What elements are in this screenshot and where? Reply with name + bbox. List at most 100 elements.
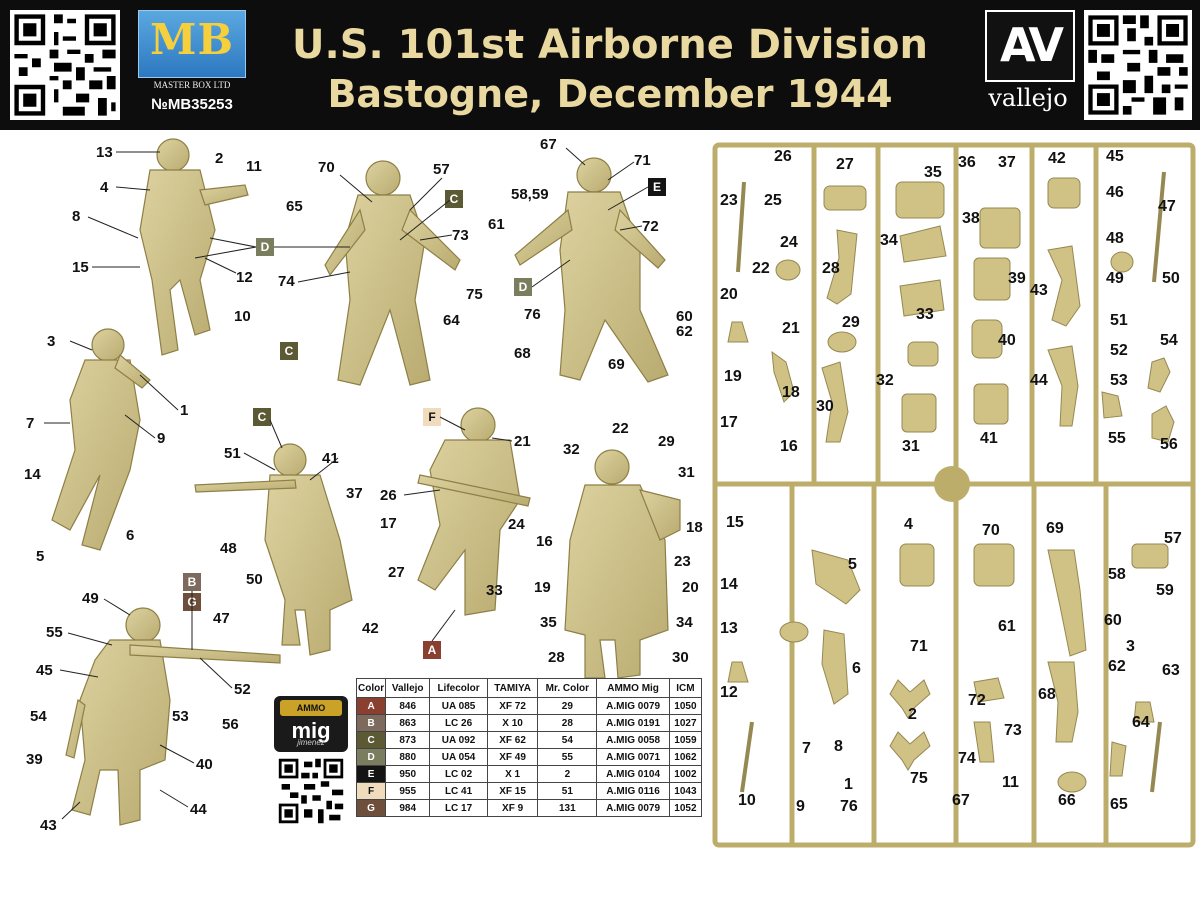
ammo-mig-logo-top: AMMO: [280, 700, 342, 716]
callout-label: 14: [24, 466, 41, 483]
sprue-part-number: 37: [998, 154, 1016, 171]
sprue-part-number: 13: [720, 620, 738, 637]
table-cell: 880: [385, 748, 431, 766]
callout-label: 41: [322, 450, 339, 467]
sprue-part-number: 9: [796, 798, 805, 815]
sprue-part-number: 14: [720, 576, 738, 593]
callout-label: 28: [548, 649, 565, 666]
qr-code-graphic: [276, 756, 346, 826]
callout-label: 64: [443, 312, 460, 329]
sprue-part-number: 66: [1058, 792, 1076, 809]
table-cell: UA 085: [429, 697, 488, 715]
soldier-figure-1: [139, 138, 249, 356]
qr-code-ammo[interactable]: [276, 756, 346, 826]
sprue-part-number: 35: [924, 164, 942, 181]
table-cell: LC 17: [429, 799, 488, 817]
table-cell: 51: [537, 782, 598, 800]
callout-label: 56: [222, 716, 239, 733]
sprue-part-number: 29: [842, 314, 860, 331]
sprue-part-number: 33: [916, 306, 934, 323]
sprue-part-number: 36: [958, 154, 976, 171]
callout-label: 61: [488, 216, 505, 233]
sprue-part-number: 11: [1002, 774, 1019, 791]
table-cell: 1043: [668, 782, 703, 800]
callout-label: 7: [26, 415, 35, 432]
sprue-part-number: 8: [834, 738, 843, 755]
sprue-part-number: 20: [720, 286, 738, 303]
sprue-part-number: 24: [780, 234, 798, 251]
sprue-diagram: [712, 142, 1196, 848]
sprue-part-number: 32: [876, 372, 894, 389]
callout-label: 39: [26, 751, 43, 768]
callout-label: 52: [234, 681, 251, 698]
callout-label: 76: [524, 306, 541, 323]
column-header: Mr. Color: [537, 678, 598, 698]
sprue-part-number: 55: [1108, 430, 1126, 447]
sprue-part-number: 51: [1110, 312, 1128, 329]
callout-label: 9: [157, 430, 166, 447]
callout-label: 24: [508, 516, 525, 533]
soldier-figure-6: [417, 407, 531, 616]
color-badge: F: [423, 408, 441, 426]
callout-label: 60: [676, 308, 693, 325]
sprue-part-number: 23: [720, 192, 738, 209]
callout-label: 6: [126, 527, 135, 544]
color-badge: C: [253, 408, 271, 426]
table-cell: 54: [537, 731, 598, 749]
callout-label: 70: [318, 159, 335, 176]
sprue-part-number: 60: [1104, 612, 1122, 629]
sprue-part-number: 67: [952, 792, 970, 809]
callout-label: 35: [540, 614, 557, 631]
sprue-hub: [934, 466, 970, 502]
table-cell: X 1: [486, 765, 539, 783]
callout-label: 55: [46, 624, 63, 641]
color-badge: D: [514, 278, 532, 296]
table-cell: A.MIG 0058: [596, 731, 670, 749]
callout-label: 20: [682, 579, 699, 596]
callout-label: 37: [346, 485, 363, 502]
callout-label: 68: [514, 345, 531, 362]
vallejo-logo-box: AV: [985, 10, 1075, 82]
table-cell: 984: [385, 799, 431, 817]
table-cell: X 10: [486, 714, 539, 732]
callout-label: 47: [213, 610, 230, 627]
qr-code-left[interactable]: [10, 10, 120, 120]
table-cell: 29: [537, 697, 598, 715]
sprue-part-number: 26: [774, 148, 792, 165]
table-cell: 950: [385, 765, 431, 783]
sprue-part-number: 17: [720, 414, 738, 431]
callout-label: 17: [380, 515, 397, 532]
table-cell: XF 15: [486, 782, 539, 800]
qr-code-right[interactable]: [1084, 10, 1192, 120]
callout-label: 50: [246, 571, 263, 588]
header-banner: MB MASTER BOX LTD №MB35253 U.S. 101st Ai…: [0, 0, 1200, 130]
table-cell: A.MIG 0104: [596, 765, 670, 783]
callout-label: 71: [634, 152, 651, 169]
table-cell: 846: [385, 697, 431, 715]
callout-label: 32: [563, 441, 580, 458]
callout-label: 5: [36, 548, 45, 565]
sprue-part-number: 47: [1158, 198, 1176, 215]
callout-label: 2: [215, 150, 224, 167]
sprue-part-number: 62: [1108, 658, 1126, 675]
callout-label: 33: [486, 582, 503, 599]
table-cell: XF 72: [486, 697, 539, 715]
sprue-part-number: 10: [738, 792, 756, 809]
paint-color-table-header: Color Vallejo Lifecolor TAMIYA Mr. Color…: [355, 678, 703, 698]
callout-label: 16: [536, 533, 553, 550]
sprue-part-number: 44: [1030, 372, 1048, 389]
callout-label: 65: [286, 198, 303, 215]
table-cell: 2: [537, 765, 598, 783]
callout-label: 67: [540, 136, 557, 153]
color-badge: G: [183, 593, 201, 611]
sprue-part-number: 31: [902, 438, 920, 455]
sprue-part-number: 59: [1156, 582, 1174, 599]
table-cell: 131: [537, 799, 598, 817]
vallejo-logo: AV vallejo: [981, 10, 1075, 112]
sprue-part-number: 38: [962, 210, 980, 227]
master-box-logo-letters: MB: [150, 15, 234, 64]
sprue-part-number: 6: [852, 660, 861, 677]
